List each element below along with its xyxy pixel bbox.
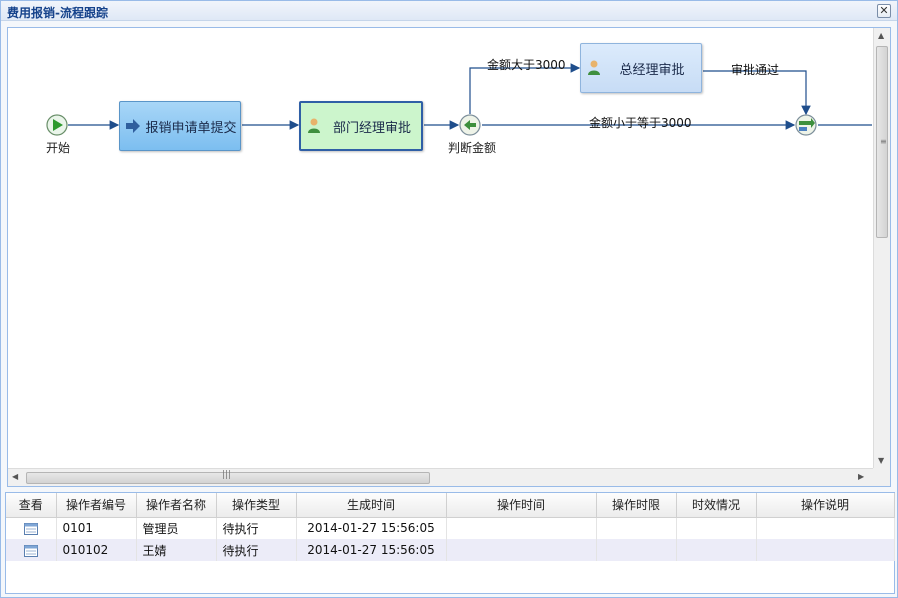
close-icon: ✕ (879, 4, 889, 17)
node-gm-approval[interactable]: 总经理审批 (580, 43, 702, 93)
col-header-operation-time[interactable]: 操作时间 (446, 493, 597, 518)
edge-label-approved: 审批通过 (731, 63, 780, 77)
gateway-icon[interactable] (459, 114, 481, 136)
col-header-time-limit[interactable]: 操作时限 (596, 493, 677, 518)
col-header-view[interactable]: 查看 (6, 493, 57, 518)
operations-grid: 查看 操作者编号 操作者名称 操作类型 生成时间 操作时间 操作时限 时效情况 … (5, 492, 895, 594)
operation-time-cell (446, 517, 597, 539)
table-header-row: 查看 操作者编号 操作者名称 操作类型 生成时间 操作时间 操作时限 时效情况 … (6, 493, 895, 518)
node-dept-approval[interactable]: 部门经理审批 (299, 101, 423, 151)
horizontal-scrollbar[interactable]: ◀ ||| ▶ (8, 468, 874, 486)
title-bar: 费用报销-流程跟踪 ✕ (1, 1, 897, 21)
col-header-note[interactable]: 操作说明 (756, 493, 895, 518)
user-icon (308, 118, 320, 133)
edge-gm-to-merge (703, 70, 811, 116)
flow-canvas: 开始 报销申请单提交 部门经理审批 总经理审批 (7, 27, 891, 487)
note-cell (756, 517, 895, 539)
created-time-cell: 2014-01-27 15:56:05 (296, 517, 447, 539)
arrow-right-icon (126, 119, 140, 133)
grip-icon: ≡ (880, 137, 887, 146)
operator-id-cell: 0101 (56, 517, 137, 539)
user-icon (588, 60, 600, 75)
view-cell[interactable] (6, 539, 57, 561)
operator-name-cell: 王婧 (136, 539, 217, 561)
operations-table: 查看 操作者编号 操作者名称 操作类型 生成时间 操作时间 操作时限 时效情况 … (6, 493, 895, 561)
note-cell (756, 539, 895, 561)
col-header-created-time[interactable]: 生成时间 (296, 493, 447, 518)
node-gm-label: 总经理审批 (619, 62, 685, 78)
decision-label: 判断金额 (448, 141, 497, 155)
scroll-corner (873, 468, 890, 486)
scroll-up-icon[interactable]: ▲ (878, 31, 885, 40)
operator-id-cell: 010102 (56, 539, 137, 561)
view-details-icon[interactable] (23, 544, 38, 557)
node-submit[interactable]: 报销申请单提交 (119, 101, 241, 151)
view-details-icon[interactable] (23, 522, 38, 535)
flow-edges (46, 63, 872, 136)
scroll-down-icon[interactable]: ▼ (878, 456, 885, 465)
scroll-left-icon[interactable]: ◀ (12, 472, 19, 481)
flow-diagram: 开始 报销申请单提交 部门经理审批 总经理审批 (8, 28, 872, 468)
view-cell[interactable] (6, 517, 57, 539)
operator-name-cell: 管理员 (136, 517, 217, 539)
scroll-right-icon[interactable]: ▶ (858, 472, 865, 481)
merge-gateway-icon[interactable] (795, 114, 817, 136)
edge-decision-to-gm (469, 63, 581, 114)
window-title: 费用报销-流程跟踪 (7, 6, 108, 20)
edge-label-lte: 金额小于等于3000 (589, 116, 692, 130)
col-header-operator-id[interactable]: 操作者编号 (56, 493, 137, 518)
col-header-operation-type[interactable]: 操作类型 (216, 493, 297, 518)
operation-type-cell: 待执行 (216, 539, 297, 561)
edge-label-gt: 金额大于3000 (487, 58, 566, 72)
table-row[interactable]: 0101 管理员 待执行 2014-01-27 15:56:05 (6, 517, 895, 539)
timeliness-cell (676, 517, 757, 539)
horizontal-scroll-thumb[interactable]: ||| (26, 470, 430, 484)
grip-icon: ||| (222, 470, 232, 480)
created-time-cell: 2014-01-27 15:56:05 (296, 539, 447, 561)
timeliness-cell (676, 539, 757, 561)
operation-time-cell (446, 539, 597, 561)
col-header-timeliness[interactable]: 时效情况 (676, 493, 757, 518)
time-limit-cell (596, 539, 677, 561)
col-header-operator-name[interactable]: 操作者名称 (136, 493, 217, 518)
table-row[interactable]: 010102 王婧 待执行 2014-01-27 15:56:05 (6, 539, 895, 561)
start-label: 开始 (46, 141, 71, 155)
node-submit-label: 报销申请单提交 (145, 120, 237, 136)
operation-type-cell: 待执行 (216, 517, 297, 539)
time-limit-cell (596, 517, 677, 539)
close-button[interactable]: ✕ (877, 4, 891, 18)
vertical-scroll-thumb[interactable]: ≡ (876, 46, 888, 238)
play-circle-icon[interactable] (46, 114, 68, 136)
node-dept-label: 部门经理审批 (332, 120, 411, 136)
vertical-scrollbar[interactable]: ▲ ≡ ▼ (873, 28, 890, 469)
